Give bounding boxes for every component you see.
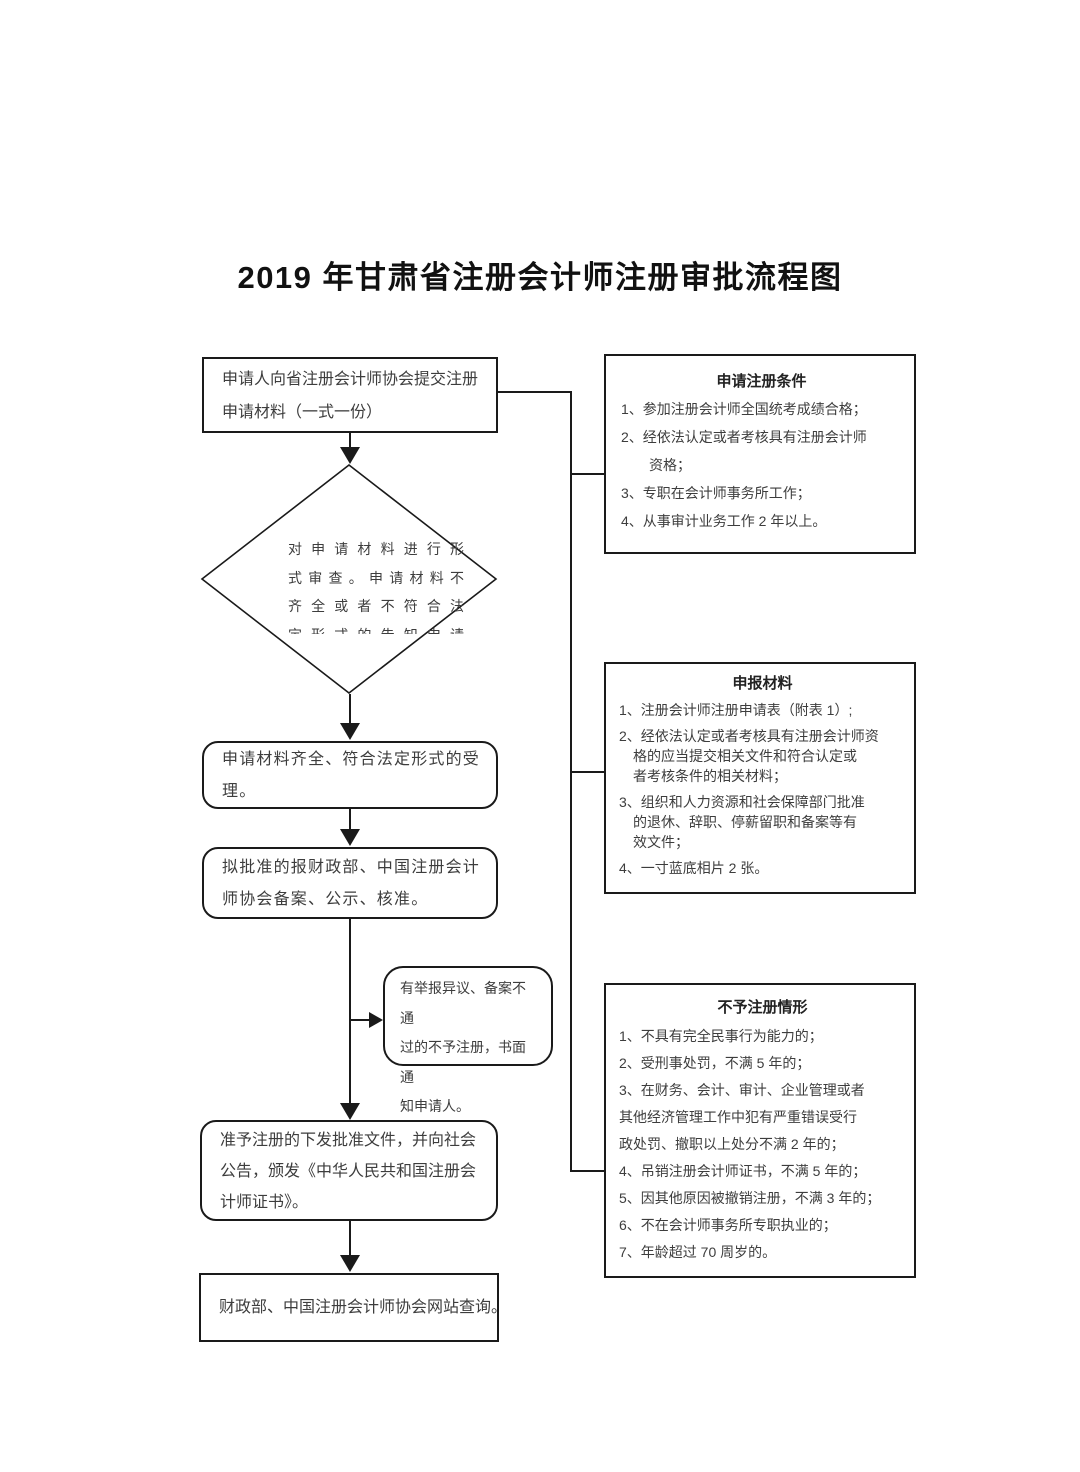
start-box: 申请人向省注册会计师协会提交注册 申请材料（一式一份） [202,357,498,433]
arrowhead-right-icon [369,1012,383,1028]
accept-box: 申请材料齐全、符合法定形式的受 理。 [202,741,498,809]
panel-materials: 申报材料 1、注册会计师注册申请表（附表 1）; 2、经依法认定或者考核具有注册… [604,662,916,894]
connector-line [349,433,351,448]
query-box-label: 财政部、中国注册会计师协会网站查询。 [219,1299,508,1316]
connector-line [349,919,351,1103]
panel-denial-title: 不予注册情形 [717,999,808,1016]
page-title: 2019 年甘肃省注册会计师注册审批流程图 [237,260,843,295]
certificate-box: 准予注册的下发批准文件，并向社会 公告，颁发《中华人民共和国注册会 计师证书》。 [200,1120,498,1221]
panel-item: 1、不具有完全民事行为能力的； [619,1028,823,1044]
panel-item: 6、不在会计师事务所专职执业的； [619,1217,837,1233]
panel-item: 7、年龄超过 70 周岁的。 [619,1244,777,1260]
panel-conditions-title: 申请注册条件 [716,373,807,390]
arrowhead-down-icon [340,723,360,740]
connector-line [349,694,351,724]
panel-item: 5、因其他原因被撤销注册，不满 3 年的； [619,1190,881,1206]
approval-box: 拟批准的报财政部、中国注册会计 师协会备案、公示、核准。 [202,847,498,919]
connector-line [572,1170,604,1172]
panel-item: 4、吊销注册会计师证书，不满 5 年的； [619,1163,867,1179]
panel-item: 2、经依法认定或者考核具有注册会计师 资格； [621,429,867,473]
arrowhead-down-icon [340,1255,360,1272]
panel-item: 4、从事审计业务工作 2 年以上。 [621,513,827,529]
panel-item: 4、一寸蓝底相片 2 张。 [619,860,769,876]
connector-line [349,809,351,830]
panel-denial: 不予注册情形 1、不具有完全民事行为能力的； 2、受刑事处罚，不满 5 年的； … [604,983,916,1278]
arrowhead-down-icon [340,829,360,846]
panel-item: 3、组织和人力资源和社会保障部门批准 的退休、辞职、停薪留职和备案等有 效文件； [619,794,865,850]
connector-line [349,1221,351,1256]
panel-item: 3、专职在会计师事务所工作； [621,485,811,501]
decision-diamond: 对申请材料进行形 式审查。申请材料不 齐全或者不符合法 定形式的告知申请 [200,464,498,694]
arrowhead-down-icon [340,1103,360,1120]
connector-line [498,391,571,393]
diamond-shape [200,464,498,694]
query-box: 财政部、中国注册会计师协会网站查询。 [199,1273,507,1342]
connector-line [351,1019,369,1021]
connector-line [572,771,604,773]
panel-materials-title: 申报材料 [732,675,793,692]
panel-item: 2、经依法认定或者考核具有注册会计师资 格的应当提交相关文件和符合认定或 者考核… [619,728,879,784]
panel-item: 1、注册会计师注册申请表（附表 1）; [619,702,853,718]
panel-item: 1、参加注册会计师全国统考成绩合格； [621,401,867,417]
panel-item: 2、受刑事处罚，不满 5 年的； [619,1055,811,1071]
connector-line [570,391,572,1172]
panel-conditions: 申请注册条件 1、参加注册会计师全国统考成绩合格； 2、经依法认定或者考核具有注… [604,354,916,554]
reject-note-box: 有举报异议、备案不通 过的不予注册，书面通 知申请人。 [383,966,553,1114]
decision-text: 对申请材料进行形 式审查。申请材料不 齐全或者不符合法 定形式的告知申请 [288,541,464,634]
panel-item: 3、在财务、会计、审计、企业管理或者 其他经济管理工作中犯有严重错误受行 政处罚… [619,1082,865,1152]
arrowhead-down-icon [340,447,360,464]
connector-line [572,473,604,475]
